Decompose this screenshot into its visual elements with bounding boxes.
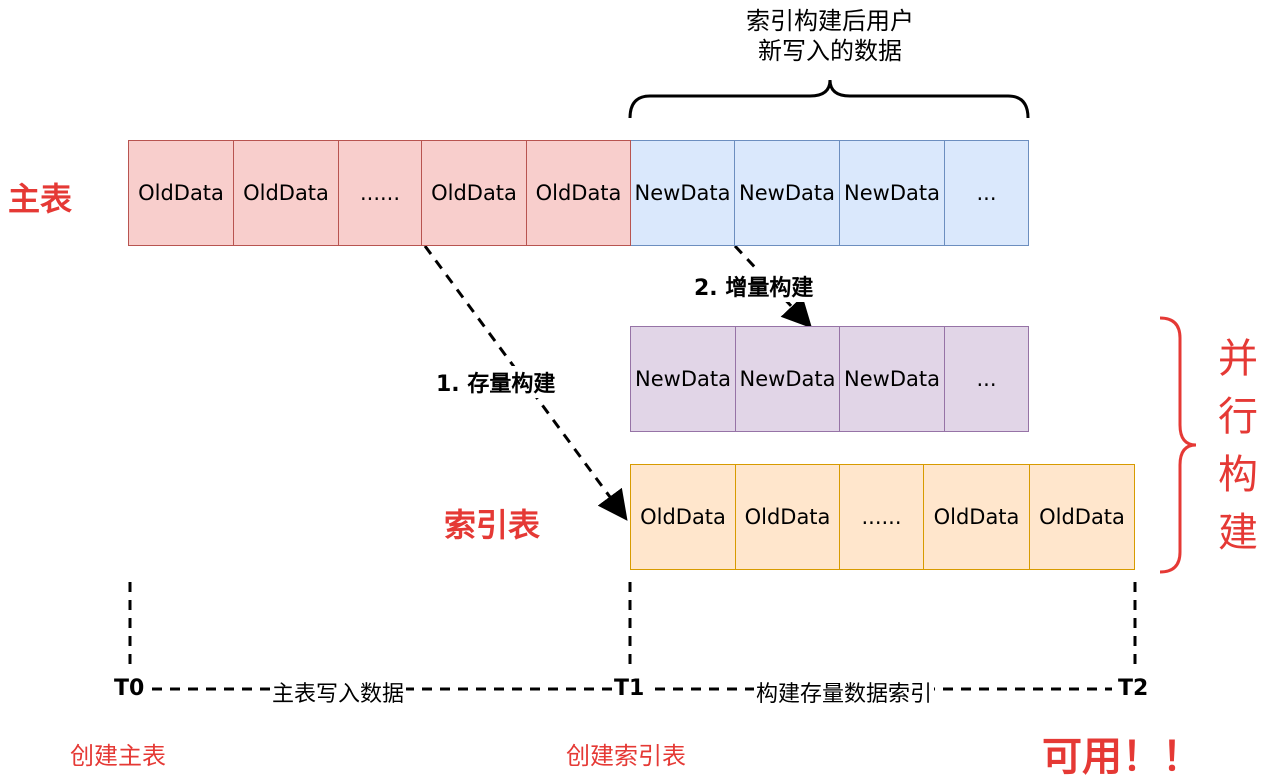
incremental-cell: ...	[945, 326, 1029, 432]
t2-event: 可用！！	[1042, 734, 1202, 780]
t1-label: T1	[614, 676, 645, 701]
t0-event: 创建主表	[70, 742, 166, 770]
main-new-cell: NewData	[840, 140, 945, 246]
annotation-line1: 索引构建后用户	[746, 7, 914, 35]
parallel-build-label: 并 行 构 建	[1214, 330, 1262, 562]
new-data-annotation: 索引构建后用户 新写入的数据	[710, 6, 950, 66]
parallel-brace	[1159, 316, 1197, 574]
index-cell: OldData	[924, 464, 1030, 570]
index-table-row: OldData OldData ...... OldData OldData	[630, 464, 1135, 570]
parallel-char: 并	[1218, 336, 1258, 382]
incremental-row: NewData NewData NewData ...	[630, 326, 1029, 432]
main-old-cell: OldData	[527, 140, 631, 246]
index-cell: OldData	[630, 464, 736, 570]
incremental-cell: NewData	[736, 326, 840, 432]
top-brace	[628, 79, 1030, 119]
incremental-build-label: 2. 增量构建	[694, 270, 814, 302]
index-cell: ......	[840, 464, 924, 570]
index-table-label: 索引表	[444, 506, 541, 544]
parallel-char: 行	[1218, 394, 1258, 440]
stock-build-label: 1. 存量构建	[436, 366, 556, 398]
main-new-cell: ...	[945, 140, 1029, 246]
t2-label: T2	[1118, 676, 1149, 701]
main-table-label: 主表	[8, 180, 73, 218]
segment2-label: 构建存量数据索引	[754, 676, 935, 708]
incremental-cell: NewData	[840, 326, 945, 432]
index-cell: OldData	[1030, 464, 1135, 570]
main-table-row: OldData OldData ...... OldData OldData N…	[128, 140, 1029, 246]
main-new-cell: NewData	[631, 140, 735, 246]
main-old-cell: ......	[339, 140, 422, 246]
main-old-cell: OldData	[234, 140, 339, 246]
t0-label: T0	[114, 676, 145, 701]
t1-event: 创建索引表	[566, 742, 686, 770]
main-old-cell: OldData	[128, 140, 234, 246]
main-old-cell: OldData	[422, 140, 527, 246]
index-cell: OldData	[736, 464, 840, 570]
segment1-label: 主表写入数据	[270, 676, 407, 708]
parallel-char: 建	[1218, 510, 1258, 556]
main-new-cell: NewData	[735, 140, 840, 246]
annotation-line2: 新写入的数据	[758, 37, 902, 65]
parallel-char: 构	[1218, 452, 1258, 498]
incremental-cell: NewData	[630, 326, 736, 432]
